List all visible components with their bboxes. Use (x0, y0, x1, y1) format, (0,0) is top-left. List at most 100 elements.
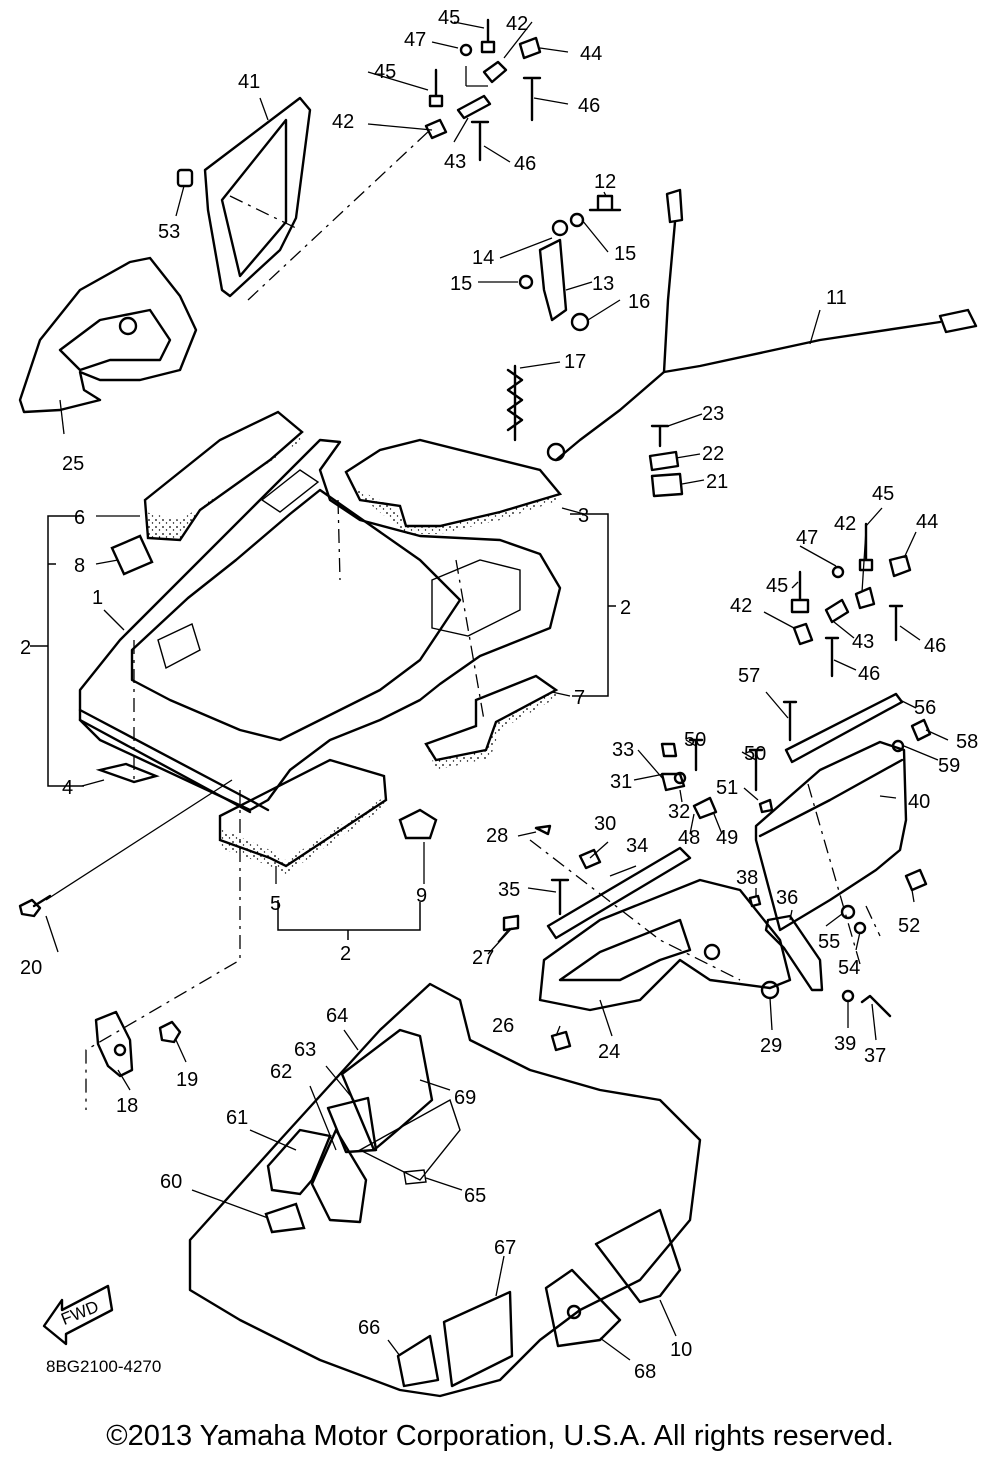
callout-4: 4 (62, 777, 73, 799)
callout-51: 51 (716, 777, 738, 799)
callout-9: 9 (416, 885, 427, 907)
callout-30: 30 (594, 813, 616, 835)
part-56-strip (784, 692, 904, 764)
callout-5: 5 (270, 893, 281, 915)
callout-35: 35 (498, 879, 520, 901)
callout-2-right: 2 (620, 597, 631, 619)
callout-6: 6 (74, 507, 85, 529)
right-hardware (502, 522, 932, 1052)
callout-45-right-low: 45 (766, 575, 788, 597)
drawing-code: 8BG2100-4270 (46, 1357, 161, 1376)
callout-10: 10 (670, 1339, 692, 1361)
callout-20: 20 (20, 957, 42, 979)
callout-42-top: 42 (506, 13, 528, 35)
callout-38: 38 (736, 867, 758, 889)
callout-46-mid: 46 (514, 153, 536, 175)
callout-60: 60 (160, 1171, 182, 1193)
callout-55: 55 (818, 931, 840, 953)
callout-69: 69 (454, 1087, 476, 1109)
callout-14: 14 (472, 247, 494, 269)
part-25-inner-cowl (18, 256, 198, 414)
callout-43-right: 43 (852, 631, 874, 653)
callout-67: 67 (494, 1237, 516, 1259)
callout-15-left: 15 (450, 273, 472, 295)
part-24-side-housing (538, 878, 792, 1012)
callout-45-top: 45 (438, 7, 460, 29)
callout-16: 16 (628, 291, 650, 313)
part-11-cable (546, 188, 978, 462)
callout-65: 65 (464, 1185, 486, 1207)
callout-45-right: 45 (872, 483, 894, 505)
callout-39: 39 (834, 1033, 856, 1055)
part-20-bolt (18, 894, 52, 918)
part-18-bracket (94, 1010, 134, 1078)
callout-44-right: 44 (916, 511, 938, 533)
callout-22: 22 (702, 443, 724, 465)
callout-24: 24 (598, 1041, 620, 1063)
foam-strips (95, 410, 563, 874)
callout-19: 19 (176, 1069, 198, 1091)
latch-linkage (506, 194, 622, 442)
copyright-notice: ©2013 Yamaha Motor Corporation, U.S.A. A… (106, 1420, 894, 1452)
part-36-strip (764, 914, 824, 992)
callout-11: 11 (826, 287, 847, 309)
callout-32: 32 (668, 801, 690, 823)
part-19-nut (158, 1020, 182, 1044)
callout-59: 59 (938, 755, 960, 777)
callout-1: 1 (92, 587, 103, 609)
callout-23: 23 (702, 403, 724, 425)
callout-58: 58 (956, 731, 978, 753)
callout-53: 53 (158, 221, 180, 243)
callout-29: 29 (760, 1035, 782, 1057)
callout-7: 7 (574, 687, 585, 709)
callout-43-top: 43 (444, 151, 466, 173)
callout-54: 54 (838, 957, 860, 979)
callout-2-left: 2 (20, 637, 31, 659)
callout-64: 64 (326, 1005, 348, 1027)
fwd-label: FWD (58, 1297, 101, 1329)
callout-50-left: 50 (684, 729, 706, 751)
callout-42-right-low: 42 (730, 595, 752, 617)
callout-56: 56 (914, 697, 936, 719)
part-10-base-shell (188, 982, 702, 1398)
upper-fastener-group (424, 18, 542, 162)
callout-34: 34 (626, 835, 648, 857)
callout-62: 62 (270, 1061, 292, 1083)
callout-12: 12 (594, 171, 616, 193)
part-40-side-panel (754, 740, 908, 932)
part-23-rivet (650, 424, 670, 448)
callout-52: 52 (898, 915, 920, 937)
fwd-arrow-icon: FWD (42, 1284, 114, 1346)
part-53-grommet (176, 168, 194, 188)
leader-lines (45, 21, 949, 1361)
callout-63: 63 (294, 1039, 316, 1061)
callout-8: 8 (74, 555, 85, 577)
callout-36: 36 (776, 887, 798, 909)
callout-33: 33 (612, 739, 634, 761)
callout-47-top: 47 (404, 29, 426, 51)
callout-17: 17 (564, 351, 586, 373)
part-41-side-panel (203, 96, 312, 298)
callout-27: 27 (472, 947, 494, 969)
callout-26: 26 (492, 1015, 514, 1037)
callout-13: 13 (592, 273, 614, 295)
callout-46-right-low: 46 (858, 663, 880, 685)
callout-46-top: 46 (578, 95, 600, 117)
callout-44-top: 44 (580, 43, 602, 65)
callout-labels: 1 2 2 2 3 4 5 6 7 8 9 10 11 12 13 14 15 … (20, 7, 978, 1383)
callout-3: 3 (578, 505, 589, 527)
callout-21: 21 (706, 471, 728, 493)
part-1-hood (78, 438, 562, 812)
callout-18: 18 (116, 1095, 138, 1117)
callout-15-right: 15 (614, 243, 636, 265)
callout-61: 61 (226, 1107, 248, 1129)
callout-68: 68 (634, 1361, 656, 1383)
callout-66: 66 (358, 1317, 380, 1339)
callout-47-right: 47 (796, 527, 818, 549)
callout-2-bottom: 2 (340, 943, 351, 965)
callout-25: 25 (62, 453, 84, 475)
callout-37: 37 (864, 1045, 886, 1067)
part-34-strip (546, 846, 692, 940)
callout-41: 41 (238, 71, 260, 93)
